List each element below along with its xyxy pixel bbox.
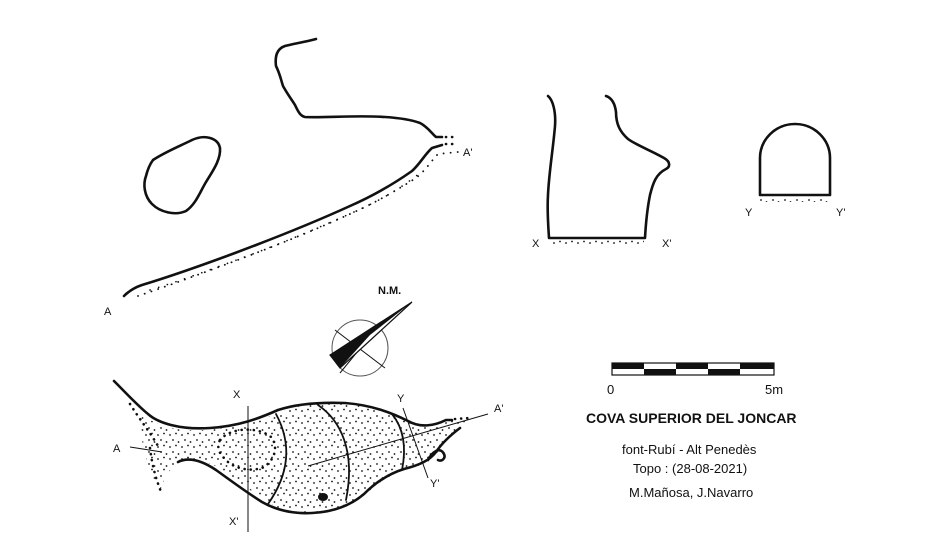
section-x-wall [546,94,671,240]
section-x-floor [550,239,644,244]
north-arrow: N.M. [329,285,413,377]
longitudinal-profile: A A' [104,37,472,318]
label-plan-y: Y [397,393,405,405]
cross-section-y: Y Y' [745,122,845,219]
plan-pit [217,428,277,471]
plan-ledge-3 [391,413,405,471]
section-y-floor [760,197,830,202]
plan-view: A A' X X' Y Y' [112,379,503,532]
survey-authors: M.Mañosa, J.Navarro [629,485,753,500]
label-plan-a: A [113,443,121,455]
north-label: N.M. [378,285,401,297]
scale-end: 5m [765,382,783,397]
cross-section-x: X X' [532,94,671,250]
label-profile-a: A [104,306,112,318]
plan-rock [318,493,328,501]
plan-inner-tip [426,448,446,462]
profile-floor [122,143,444,298]
plan-floor-fill [140,403,470,513]
plan-north-wall-dashed [453,416,472,421]
label-plan-a-prime: A' [494,403,503,415]
survey-title: COVA SUPERIOR DEL JONCAR [586,410,797,426]
profile-ceiling [274,37,444,139]
label-plan-x: X [233,389,241,401]
survey-topo-date: Topo : (28-08-2021) [633,461,747,476]
plan-south-wall [176,426,462,515]
plan-survey-line-a [129,446,163,453]
label-profile-a-prime: A' [463,147,472,159]
plan-ledge-2 [317,404,350,501]
label-section-x-prime: X' [662,238,671,250]
profile-sediment [137,151,459,297]
profile-chamber [143,135,222,215]
plan-section-y [402,407,429,479]
scale-start: 0 [607,382,614,397]
scale-bar: 0 5m [607,362,783,397]
label-section-x: X [532,238,540,250]
label-section-y-prime: Y' [836,207,845,219]
label-plan-y-prime: Y' [430,478,439,490]
label-plan-x-prime: X' [229,516,238,528]
plan-ledge-1 [267,413,288,505]
survey-location: font-Rubí - Alt Penedès [622,442,757,457]
plan-sw-dotted [148,446,164,496]
north-arrow-circle [331,319,389,377]
title-block: COVA SUPERIOR DEL JONCAR font-Rubí - Alt… [586,410,797,500]
section-y-wall [758,122,832,197]
plan-survey-line-main [307,413,489,467]
label-section-y: Y [745,207,753,219]
